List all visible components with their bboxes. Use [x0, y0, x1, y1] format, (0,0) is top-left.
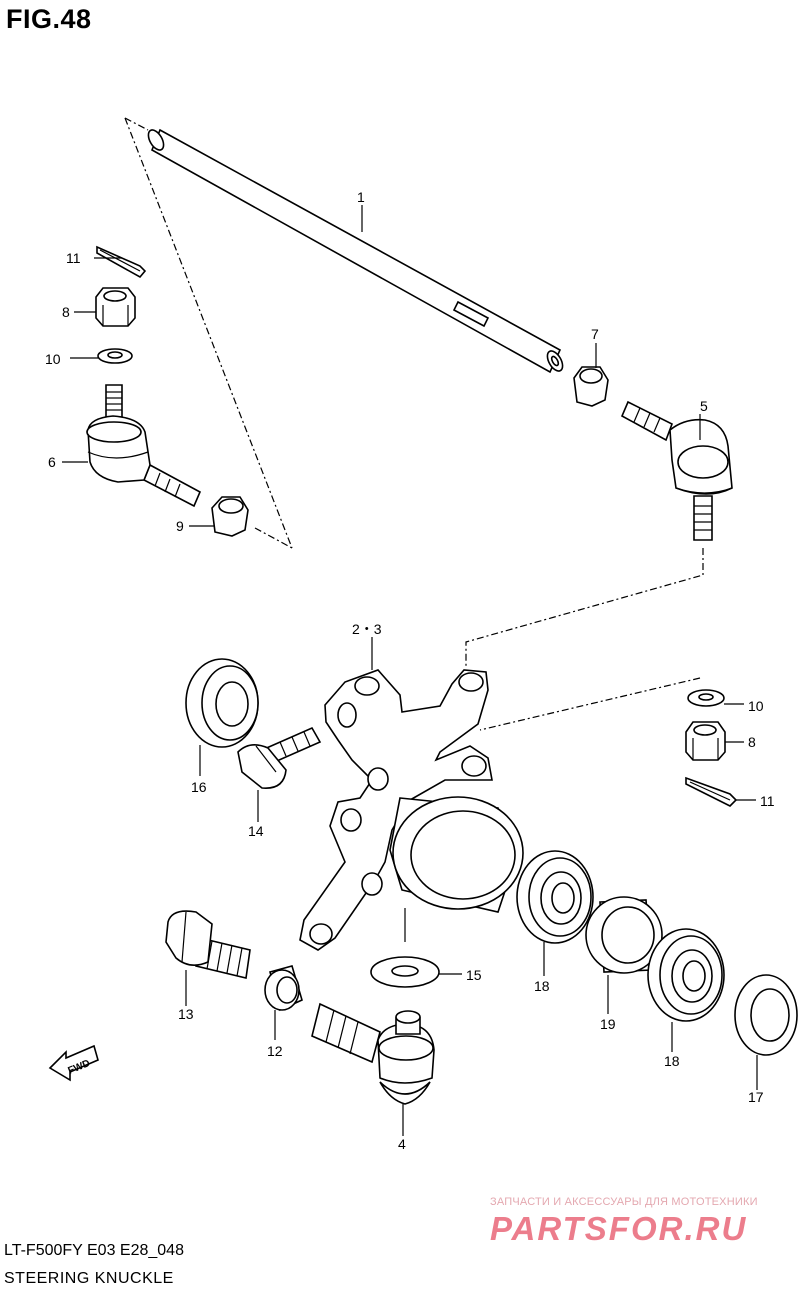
callout-1: 1 [357, 189, 365, 205]
callout-18-left: 18 [534, 978, 550, 994]
bolt-14[interactable] [237, 726, 322, 789]
washer-right[interactable] [687, 689, 725, 707]
tie-rod-end-left[interactable] [86, 384, 202, 508]
tie-rod[interactable] [145, 127, 565, 374]
nut-9[interactable] [211, 496, 249, 537]
castle-nut-right[interactable] [685, 721, 726, 761]
oil-seal-16[interactable] [185, 658, 259, 748]
callout-8-top: 8 [62, 304, 70, 320]
callout-14: 14 [248, 823, 264, 839]
callout-18-right: 18 [664, 1053, 680, 1069]
reference-lines [124, 117, 704, 731]
callout-7: 7 [591, 326, 599, 342]
watermark-tagline: ЗАПЧАСТИ И АКСЕССУАРЫ ДЛЯ МОТОТЕХНИКИ [490, 1196, 758, 1208]
callout-11-right: 11 [760, 793, 775, 809]
figure-code: LT-F500FY E03 E28_048 [4, 1242, 184, 1259]
callout-8-right: 8 [748, 734, 756, 750]
nut-7[interactable] [573, 366, 609, 407]
callout-9: 9 [176, 518, 184, 534]
callout-10-top: 10 [45, 351, 61, 367]
callout-15: 15 [466, 967, 482, 983]
leader-lines [62, 205, 758, 1136]
figure-name: STEERING KNUCKLE [4, 1270, 174, 1287]
callout-2-3: 2・3 [352, 621, 382, 637]
oil-seal-17[interactable] [734, 974, 798, 1056]
collar-12[interactable] [264, 965, 303, 1012]
figure-title: FIG.48 [6, 4, 92, 34]
washer-15[interactable] [370, 956, 440, 988]
bearing-18-left[interactable] [516, 850, 594, 944]
cotter-pin-upper[interactable] [96, 245, 147, 279]
bearing-18-right[interactable] [647, 928, 725, 1022]
callout-4: 4 [398, 1136, 406, 1152]
washer-upper[interactable] [97, 348, 133, 364]
spacer-19[interactable] [585, 896, 663, 974]
callout-12: 12 [267, 1043, 283, 1059]
bolt-13[interactable] [165, 910, 251, 979]
callout-10-right: 10 [748, 698, 764, 714]
callout-6: 6 [48, 454, 56, 470]
callout-16: 16 [191, 779, 207, 795]
forward-arrow-icon: FWD [48, 1044, 99, 1082]
callout-5: 5 [700, 398, 708, 414]
callout-13: 13 [178, 1006, 194, 1022]
callout-19: 19 [600, 1016, 616, 1032]
steering-knuckle[interactable] [299, 669, 524, 951]
tie-rod-end-right[interactable] [620, 400, 733, 541]
callout-17: 17 [748, 1089, 764, 1105]
callout-numbers: 1 11 8 10 6 9 7 5 2・3 16 14 10 8 11 15 1… [45, 189, 775, 1152]
callout-11-top: 11 [66, 250, 81, 266]
castle-nut-upper[interactable] [95, 287, 136, 327]
watermark-logo: PARTSFOR.RU [490, 1210, 748, 1247]
cotter-pin-right[interactable] [685, 776, 738, 807]
ball-joint-4[interactable] [311, 1002, 435, 1105]
